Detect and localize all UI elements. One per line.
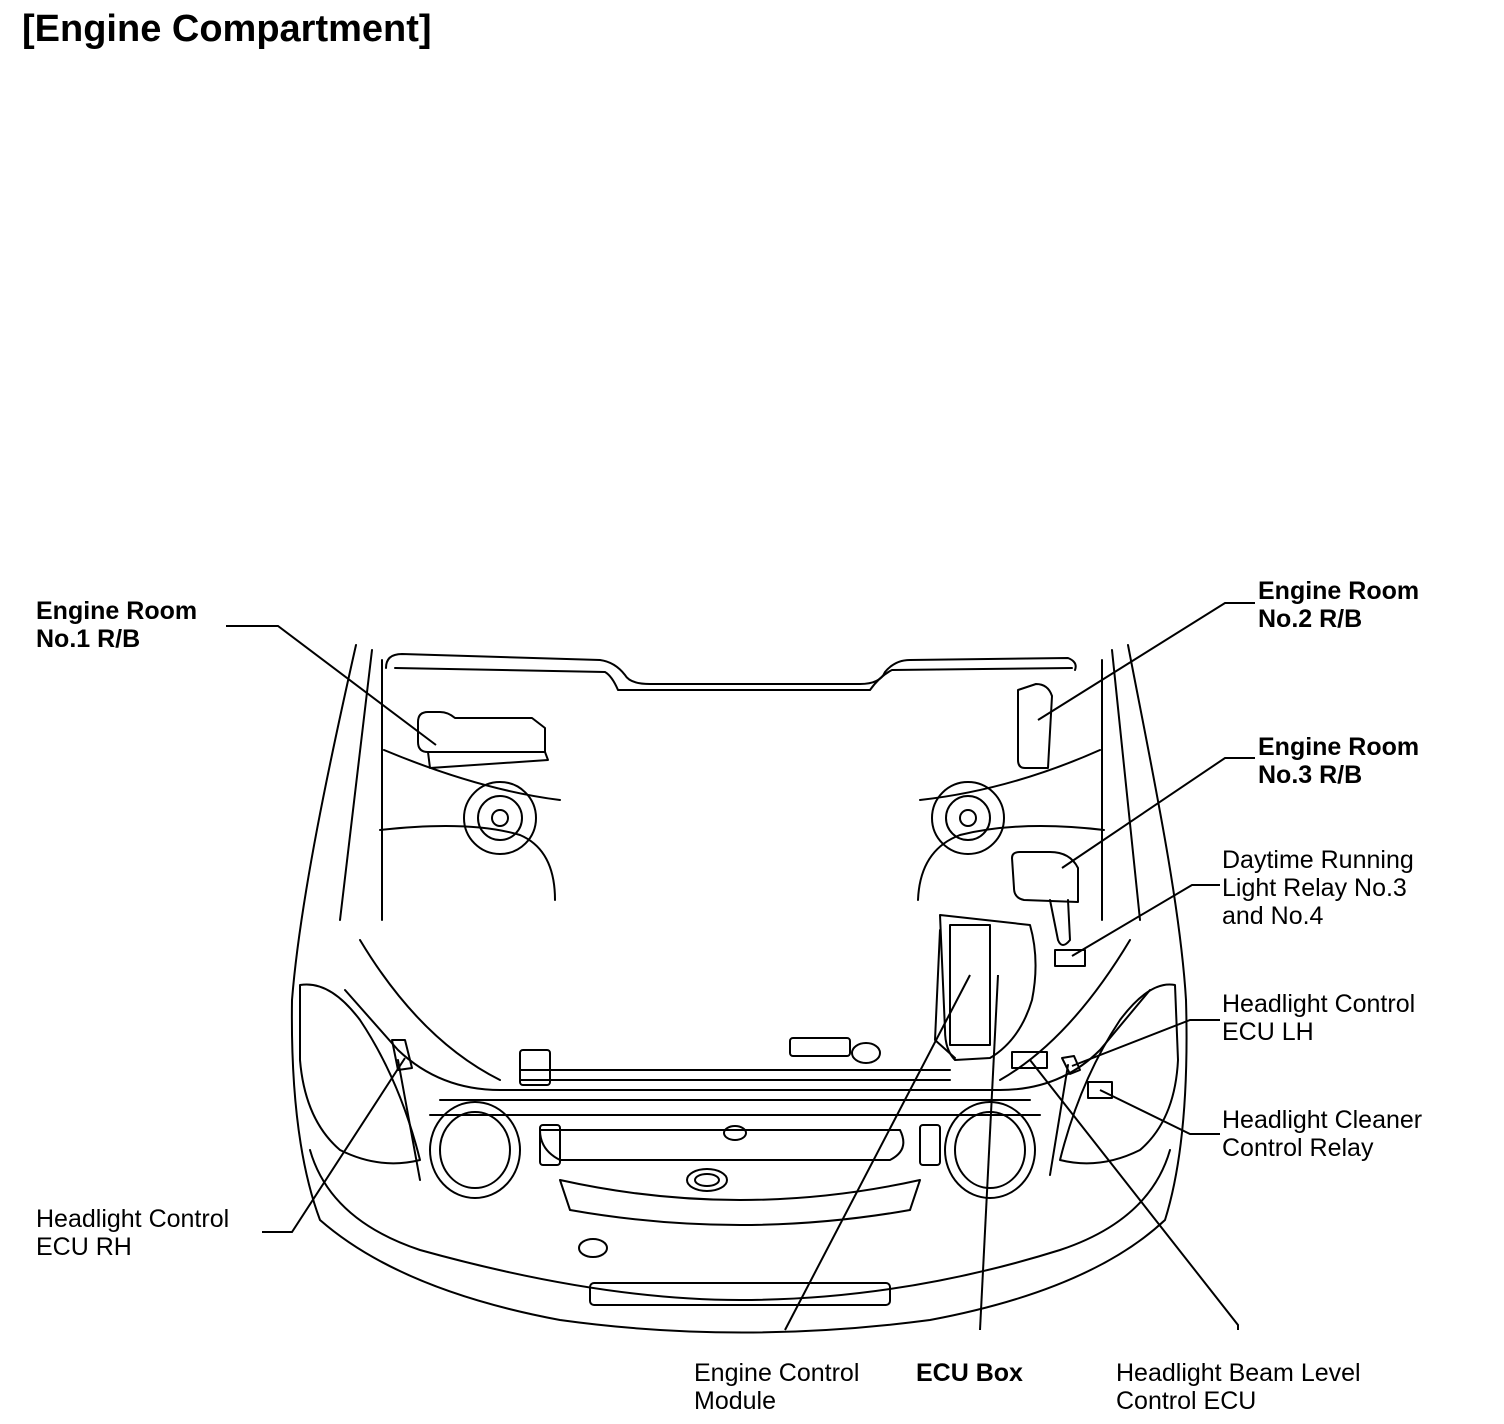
leader-hclh (1071, 1019, 1220, 1067)
front-bumper (290, 999, 1188, 1334)
leader-er2 (1037, 602, 1255, 721)
leader-er1 (226, 625, 437, 746)
engine-room-no2-rb (1017, 683, 1053, 769)
leader-er3 (1061, 757, 1255, 869)
headlight-lh (1059, 983, 1179, 1165)
drl-relay (1054, 949, 1086, 967)
leader-ecm (784, 974, 971, 1331)
headlight-rh (299, 983, 421, 1165)
label-ecu-box: ECU Box (916, 1359, 1023, 1387)
headlight-beam-level-ecu (1011, 1051, 1048, 1069)
engine-room-no3-rb (1011, 851, 1079, 903)
engine-control-module (949, 924, 991, 1046)
strut-tower-rh (463, 781, 537, 855)
strut-tower-lh (931, 781, 1005, 855)
lamp-lh (944, 1101, 1036, 1199)
lamp-rh (429, 1101, 521, 1199)
engine-room-no1-rb (417, 711, 546, 753)
leader-ecubox (979, 974, 999, 1331)
headlight-control-ecu-rh (391, 1039, 413, 1071)
leader-hcr (1099, 1089, 1220, 1135)
headlight-cleaner-relay (1087, 1081, 1113, 1099)
diagram-title: [Engine Compartment] (22, 8, 432, 50)
leader-hcrh (262, 1057, 406, 1233)
leader-hbl (1029, 1059, 1239, 1330)
leader-drl (1071, 884, 1220, 957)
hood-outline (381, 659, 1103, 921)
